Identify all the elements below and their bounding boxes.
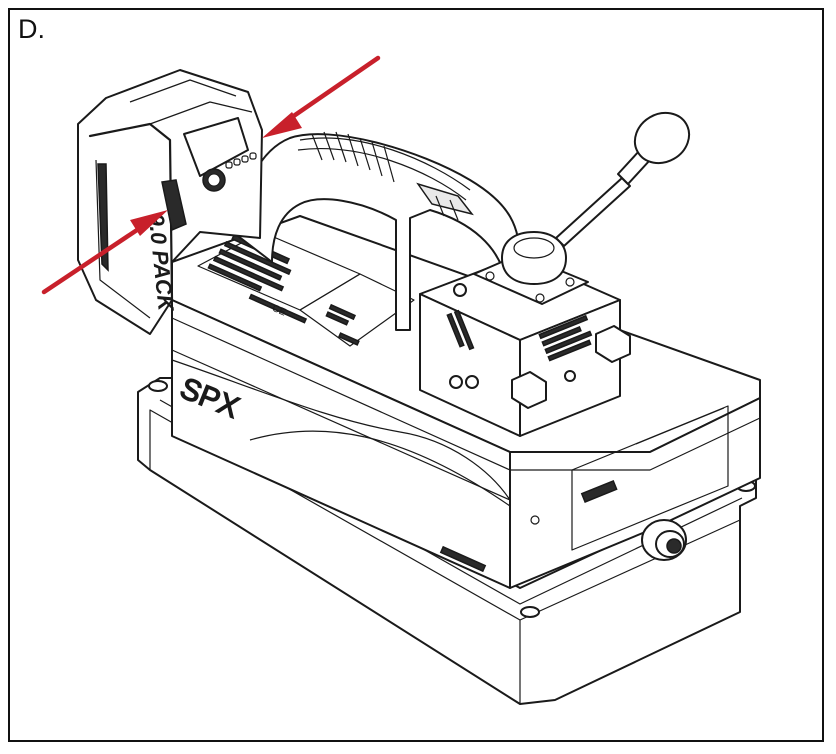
valve-block [419,255,631,437]
panel-letter: D. [18,14,45,44]
pointer-arrow-lower [41,210,168,295]
grip-ridges [311,131,395,183]
pointer-arrow-upper [262,55,381,138]
battery-pack [77,69,263,335]
coupler [641,519,687,561]
control-lever [555,111,691,247]
charge-indicator [225,152,257,169]
valve-knob [473,231,589,305]
svg-text:CE: CE [270,303,287,319]
